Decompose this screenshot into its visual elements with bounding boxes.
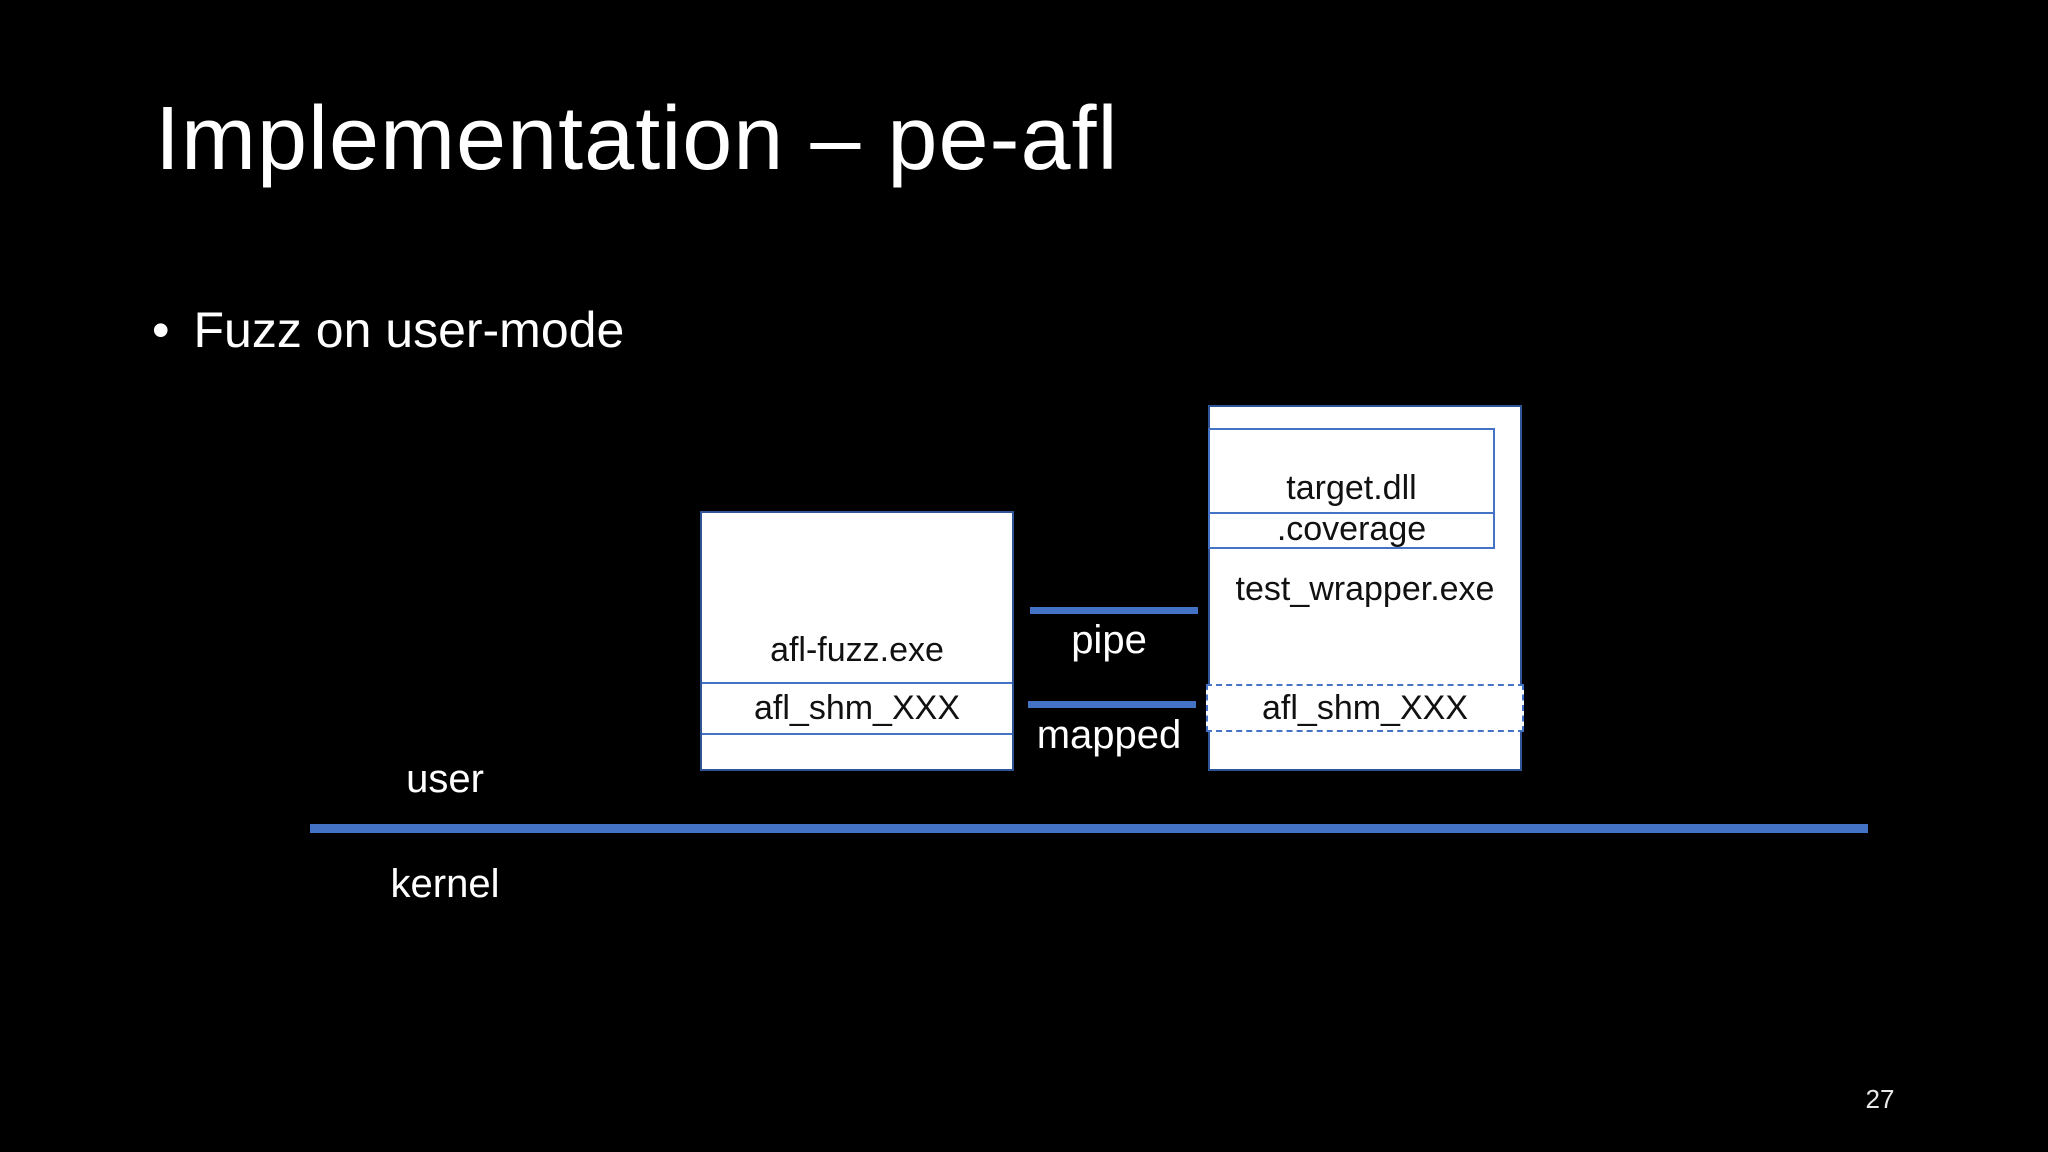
afl-fuzz-label: afl-fuzz.exe	[770, 631, 944, 669]
mapped-connector-line	[1028, 701, 1196, 708]
slide-number: 27	[1865, 1084, 1895, 1114]
pipe-connector-line	[1030, 607, 1198, 614]
target-dll-label: target.dll	[1286, 469, 1417, 507]
target-dll-section: target.dll	[1210, 430, 1493, 512]
afl-fuzz-process-box: afl-fuzz.exe afl_shm_XXX	[700, 511, 1014, 771]
coverage-section: .coverage	[1210, 510, 1493, 548]
bullet-item: • Fuzz on user-mode	[152, 300, 624, 360]
pipe-label: pipe	[1071, 618, 1147, 662]
afl-fuzz-shm-section: afl_shm_XXX	[702, 682, 1012, 733]
test-wrapper-process-box: target.dll .coverage test_wrapper.exe af…	[1206, 405, 1524, 771]
slide-title: Implementation – pe-afl	[155, 89, 1119, 189]
target-dll-box: target.dll .coverage	[1208, 428, 1495, 549]
kernel-mode-label: kernel	[390, 862, 500, 906]
mapped-shm-label: afl_shm_XXX	[1262, 688, 1468, 727]
bullet-text: Fuzz on user-mode	[193, 302, 625, 358]
test-wrapper-label: test_wrapper.exe	[1235, 570, 1495, 608]
mapped-label: mapped	[1036, 713, 1182, 757]
user-kernel-boundary-line	[310, 824, 1868, 833]
mapped-shm-box: afl_shm_XXX	[1206, 684, 1524, 732]
user-mode-label: user	[406, 757, 484, 801]
bullet-marker: •	[152, 302, 170, 358]
afl-fuzz-empty-section	[702, 733, 1012, 769]
coverage-label: .coverage	[1276, 510, 1427, 548]
afl-fuzz-main-section: afl-fuzz.exe	[702, 513, 1012, 682]
afl-fuzz-shm-label: afl_shm_XXX	[754, 689, 960, 727]
